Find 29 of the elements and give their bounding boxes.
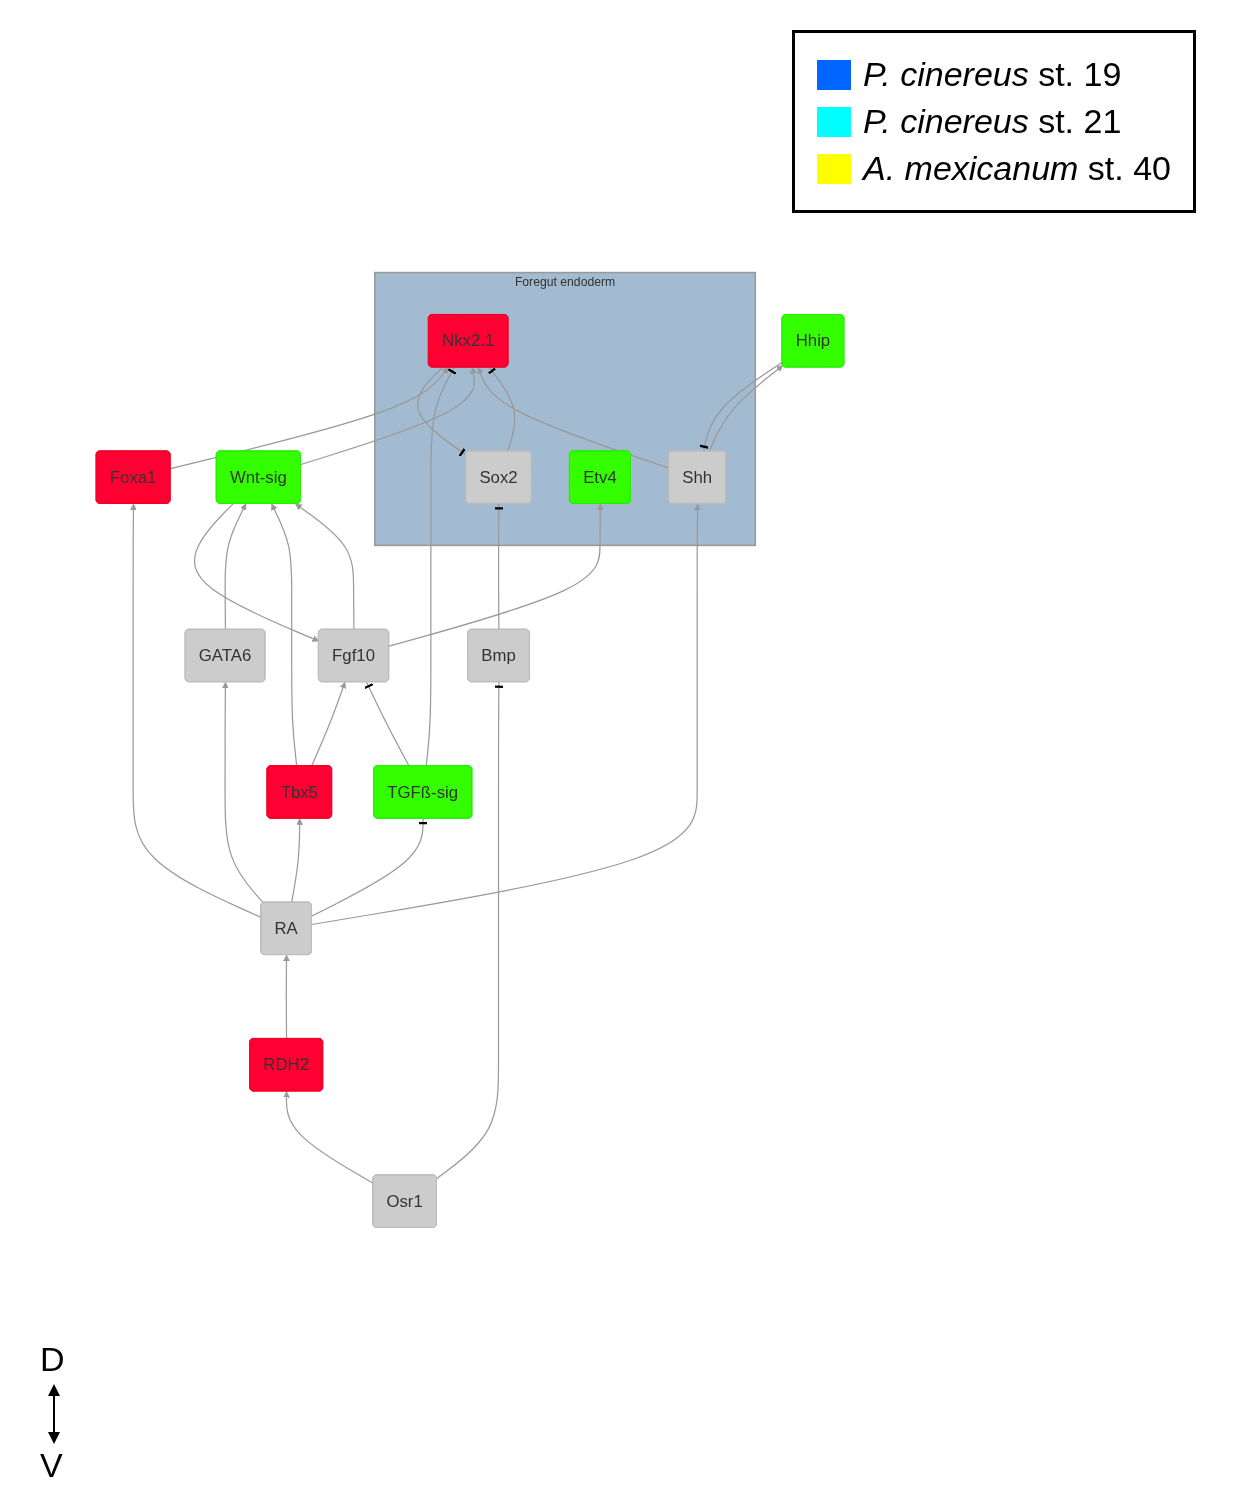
connector: [363, 681, 410, 767]
connector: [417, 366, 467, 458]
arrow: [283, 1091, 374, 1184]
arrow: [300, 367, 477, 466]
arrow: [295, 503, 355, 631]
arrow: [477, 367, 670, 469]
connector: [436, 681, 506, 1179]
arrow: [224, 503, 247, 631]
arrow: [271, 503, 298, 767]
legend-label: A. mexicanum st. 40: [863, 149, 1171, 188]
connector: [698, 361, 783, 452]
arrow: [708, 365, 784, 452]
arrow: [283, 954, 290, 1040]
arrow: [130, 503, 262, 918]
connector: [311, 818, 430, 917]
legend-label: P. cinereus st. 21: [863, 102, 1122, 141]
connector: [493, 503, 506, 631]
arrow: [388, 503, 604, 647]
arrow: [311, 503, 701, 926]
direction-label: V: [40, 1446, 63, 1485]
legend-label: P. cinereus st. 19: [863, 55, 1122, 94]
direction-label: D: [40, 1340, 65, 1379]
connector: [487, 366, 516, 452]
arrow: [222, 681, 264, 904]
arrow: [169, 367, 449, 470]
arrow: [193, 503, 320, 642]
arrow: [311, 681, 347, 767]
connector: [425, 366, 458, 767]
arrow: [291, 818, 303, 903]
